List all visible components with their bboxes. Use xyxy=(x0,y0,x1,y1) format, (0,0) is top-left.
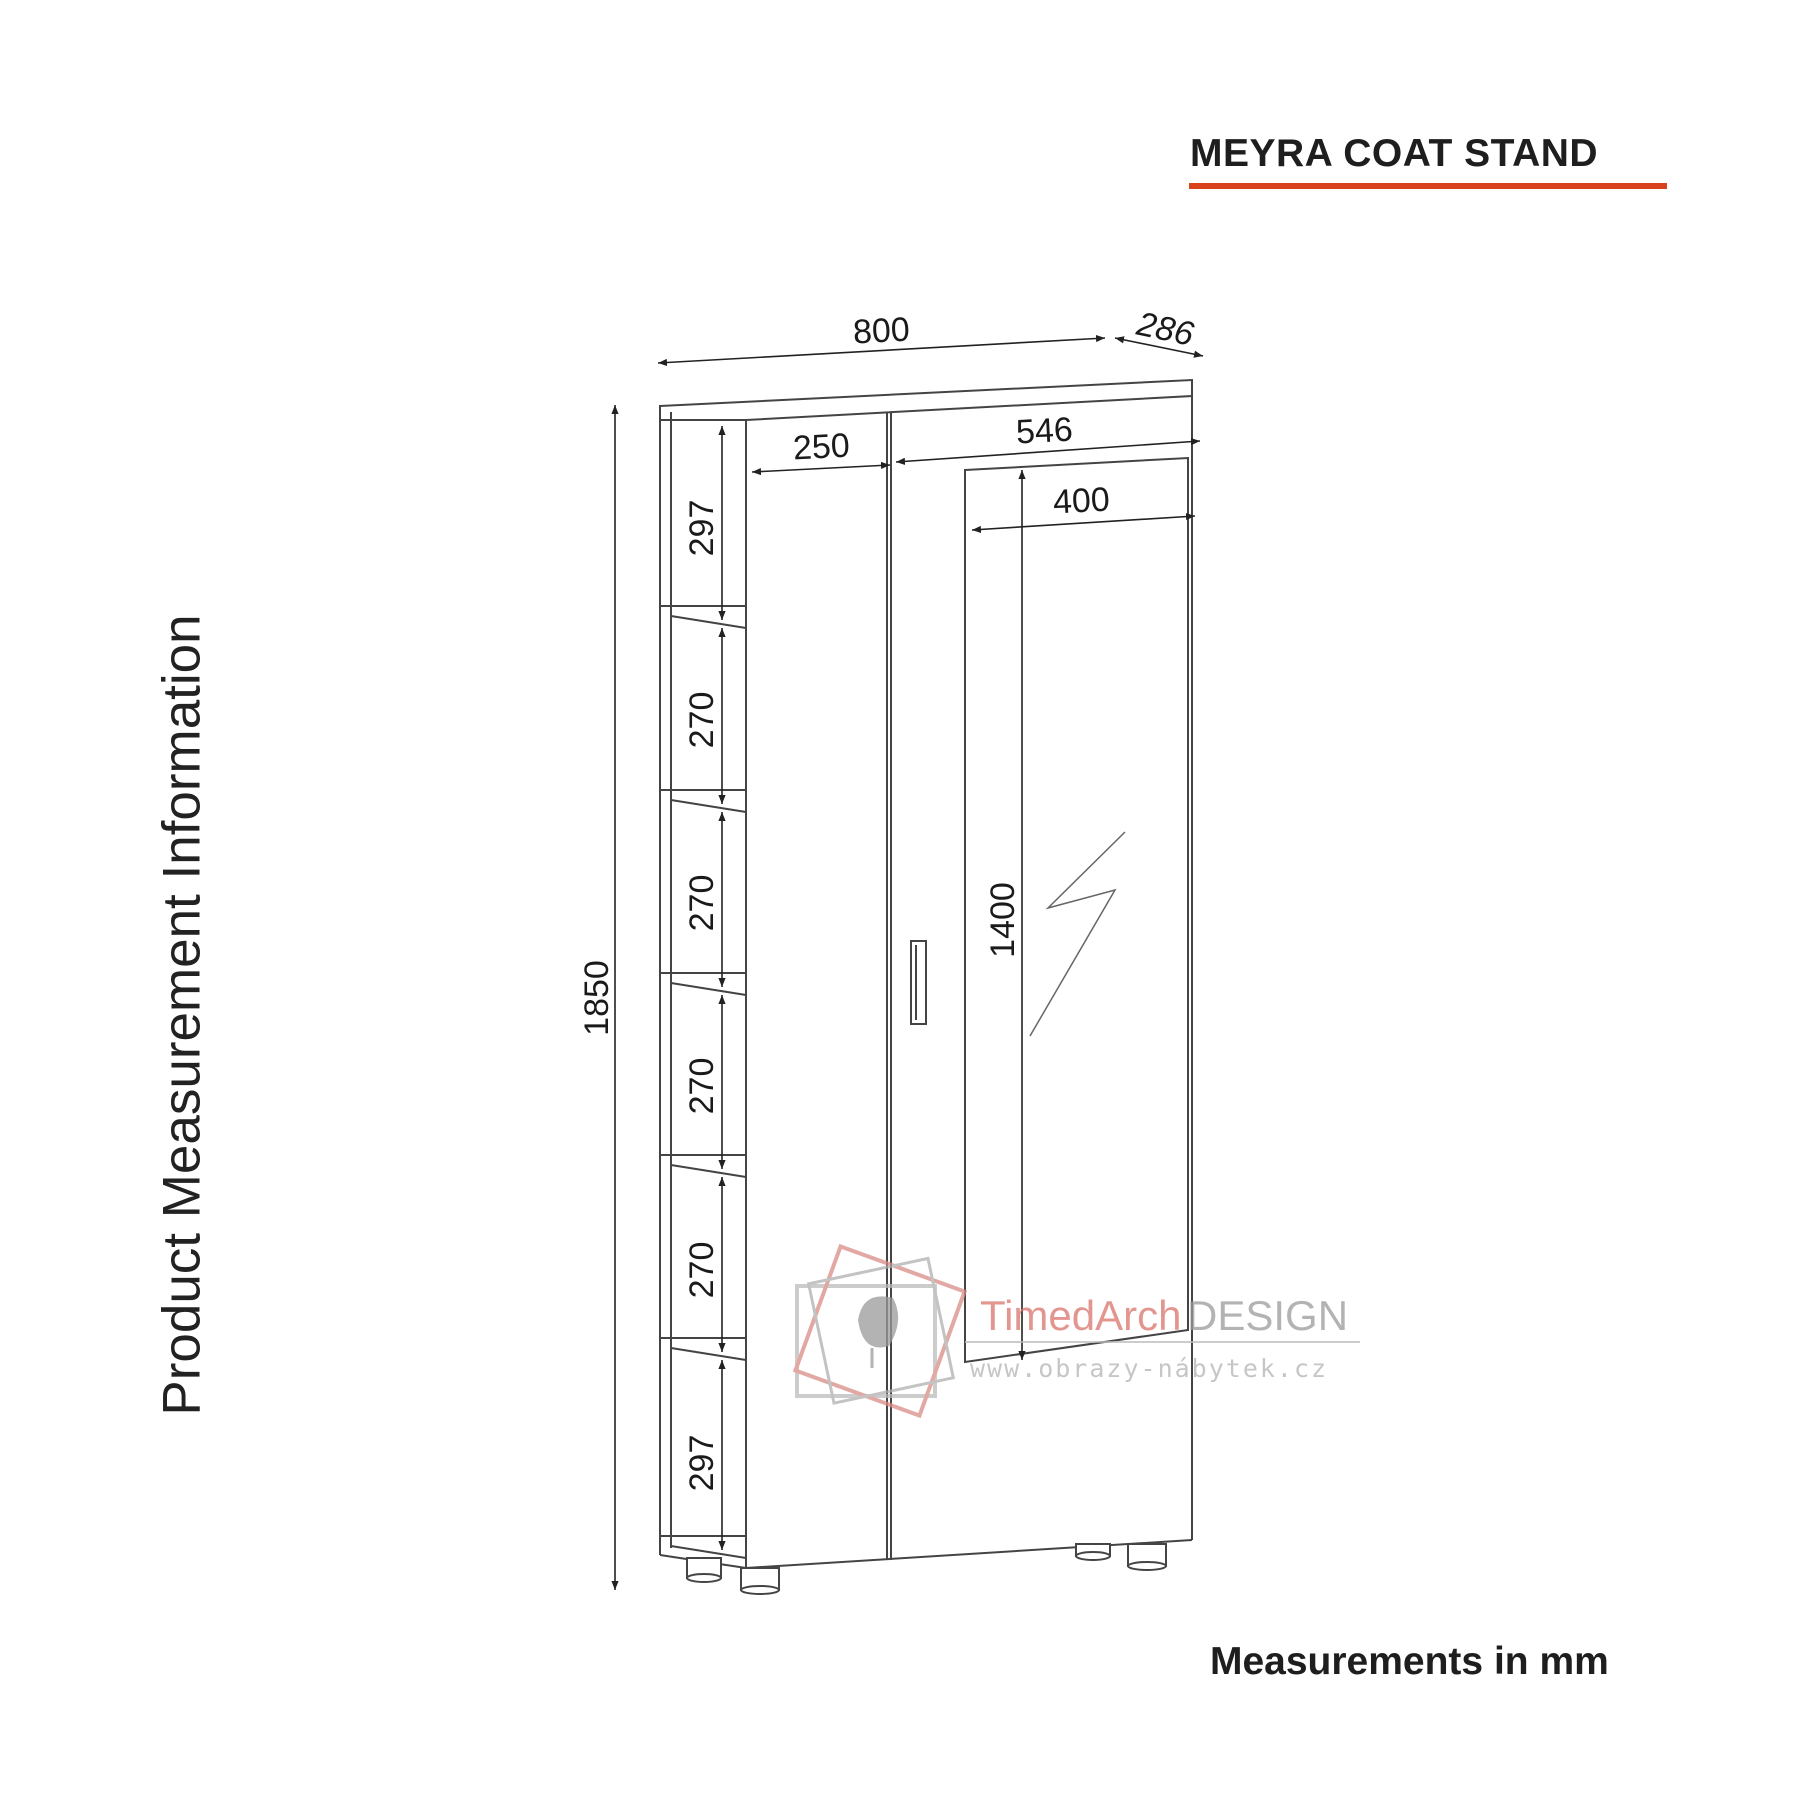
door-handle xyxy=(910,940,927,1025)
shelves xyxy=(660,605,747,1559)
shelf-width-label: 250 xyxy=(792,427,851,468)
title-underline xyxy=(1189,183,1667,189)
depth-label: 286 xyxy=(1133,305,1197,354)
units-note: Measurements in mm xyxy=(1210,1640,1609,1683)
leg-front-right xyxy=(1127,1543,1167,1571)
egg-chair-icon xyxy=(792,1243,968,1419)
legs xyxy=(686,1543,1167,1595)
leg-back-right xyxy=(1075,1543,1111,1561)
width-dim-line xyxy=(657,334,1106,367)
shelf-gap-label-5: 270 xyxy=(683,1242,721,1299)
shelf-gap-label-6: 297 xyxy=(683,1435,721,1492)
shelf-2 xyxy=(660,789,747,813)
mirror-width-label: 400 xyxy=(1052,481,1111,522)
door-width-label: 546 xyxy=(1015,411,1074,452)
shelf-gap-label-1: 297 xyxy=(683,500,721,557)
watermark-url: www.obrazy-nábytek.cz xyxy=(970,1354,1328,1383)
mirror-height-label: 1400 xyxy=(984,882,1022,958)
width-label: 800 xyxy=(852,311,911,352)
mirror-reflection xyxy=(1029,831,1126,1037)
shelf-1 xyxy=(660,605,747,629)
product-title: MEYRA COAT STAND xyxy=(1190,132,1599,175)
door-width-dim-line xyxy=(895,438,1201,465)
mirror-width-dim-line xyxy=(971,512,1196,534)
watermark-brand-b: DESIGN xyxy=(1187,1292,1348,1339)
dimension-lines xyxy=(611,334,1204,1590)
shelf-gap-label-2: 270 xyxy=(683,692,721,749)
leg-back-left xyxy=(686,1557,722,1583)
shelf-gap-label-4: 270 xyxy=(683,1058,721,1115)
dimension-labels: 800 286 1850 250 546 400 1400 297 270 27… xyxy=(578,305,1197,1492)
depth-dim-line xyxy=(1114,336,1204,358)
watermark: TimedArch DESIGN www.obrazy-nábytek.cz xyxy=(792,1243,1360,1419)
shelf-3 xyxy=(660,972,747,996)
shelf-gap-label-3: 270 xyxy=(683,875,721,932)
shelf-width-dim-line xyxy=(751,461,891,476)
shelf-5 xyxy=(660,1337,747,1361)
height-label: 1850 xyxy=(578,960,616,1036)
shelf-6 xyxy=(660,1535,747,1559)
cabinet-outline xyxy=(659,378,1193,1569)
watermark-brand-a: TimedArch xyxy=(980,1292,1182,1339)
shelf-4 xyxy=(660,1154,747,1178)
leg-front-left xyxy=(740,1567,780,1595)
